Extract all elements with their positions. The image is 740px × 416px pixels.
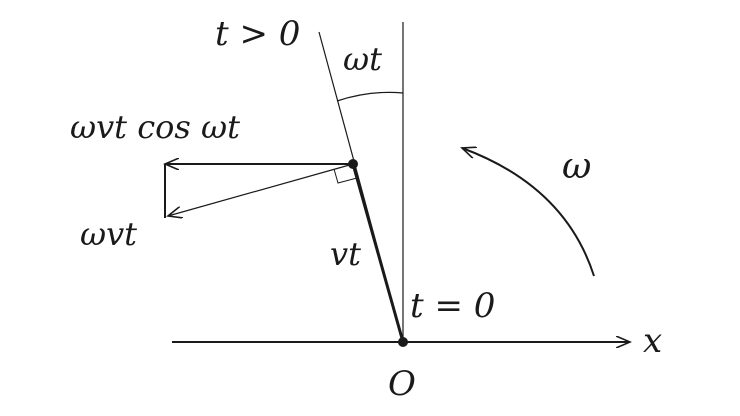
omega-v-t-cos-label: ωvt cos ωt xyxy=(70,108,240,146)
t-positive-label: t > 0 xyxy=(215,14,300,54)
rotation-arrow xyxy=(462,148,595,277)
t-zero-label: t = 0 xyxy=(410,286,495,326)
omega-label: ω xyxy=(562,146,591,187)
right-angle-marker xyxy=(333,168,358,184)
perpendicular-velocity-arrow xyxy=(168,163,354,216)
omega-t-label: ωt xyxy=(343,40,382,78)
vt-label: vt xyxy=(330,235,361,273)
vt-segment xyxy=(351,163,405,343)
angle-arc xyxy=(336,91,404,102)
origin-label: O xyxy=(388,364,416,404)
rod-end-point xyxy=(348,159,358,169)
x-axis-label: x xyxy=(643,321,662,361)
origin-point xyxy=(398,337,408,347)
omega-v-t-label: ωvt xyxy=(80,215,137,253)
